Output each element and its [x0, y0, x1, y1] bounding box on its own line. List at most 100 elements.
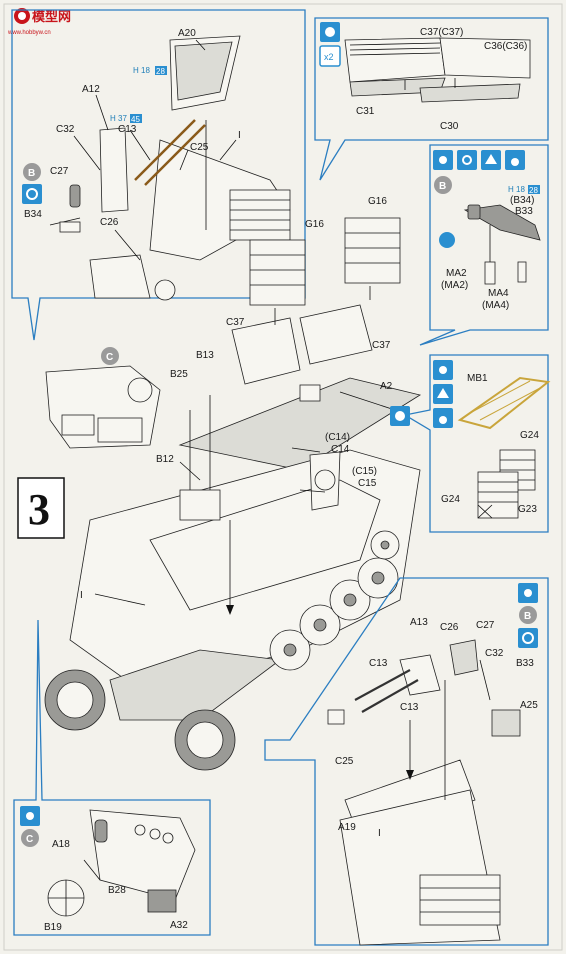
callout-bottom-left — [13, 619, 211, 936]
bottom-right-labels: A13 C26 C27 C13 C13 C32 B33 A25 C25 A19 … — [335, 617, 538, 839]
svg-text:C: C — [106, 352, 113, 363]
label-i-br: I — [378, 828, 381, 839]
svg-text:B: B — [439, 181, 446, 192]
label-b34-paren: (B34) — [510, 195, 534, 206]
label-i-top: I — [238, 130, 241, 141]
center-parts — [44, 217, 422, 771]
label-c32-br: C32 — [485, 648, 504, 659]
label-ma2-paren: (MA2) — [441, 280, 468, 291]
label-h18-rm: H 18 — [508, 185, 525, 194]
photo-etch-frame — [457, 376, 551, 430]
label-c13-bottom: C13 — [400, 702, 419, 713]
attach-icon-a — [457, 150, 477, 170]
label-c13-top: C13 — [369, 658, 388, 669]
label-c30: C30 — [440, 121, 459, 132]
top-right-labels: C37(C37) C36(C36) C31 C30 — [356, 27, 527, 132]
label-c32: C32 — [56, 124, 75, 135]
badge-h37-num — [130, 114, 142, 123]
right-box-icons — [433, 360, 453, 428]
badge-h18-num-rm — [528, 185, 540, 194]
label-b28: B28 — [108, 885, 126, 896]
right-box-labels: MB1 G24 G24 G23 — [441, 373, 539, 515]
label-ma4: MA4 — [488, 288, 509, 299]
center-labels: G16 G16 C37 C37 A2 B13 B25 B12 (C14) C14… — [80, 196, 393, 601]
label-c13: C13 — [118, 124, 137, 135]
label-a20: A20 — [178, 28, 196, 39]
svg-text:B: B — [524, 611, 531, 622]
label-c26-br: C26 — [440, 622, 459, 633]
brand-sub-text: www.hobbyw.cn — [7, 30, 51, 36]
step-number-box: 3 — [17, 477, 65, 539]
page-border — [3, 3, 563, 951]
label-c37-right: C37 — [372, 340, 391, 351]
label-b12: B12 — [156, 454, 174, 465]
label-c25: C25 — [190, 142, 209, 153]
label-a19: A19 — [338, 822, 356, 833]
svg-text:28: 28 — [529, 186, 538, 195]
top-left-labels: A20 A12 H 18 28 H 37 45 C13 C32 C25 I C2… — [24, 28, 241, 228]
label-g16-left: G16 — [305, 219, 324, 230]
callout-top-right — [314, 17, 549, 181]
label-b13: B13 — [196, 350, 214, 361]
brand-logo: 模型网 www.hobbyw.cn — [7, 8, 71, 36]
drop-icon-small — [439, 232, 455, 248]
attach-icon — [22, 184, 42, 204]
label-b19: B19 — [44, 922, 62, 933]
step-number: 3 — [28, 485, 50, 534]
attach-icon-br — [518, 628, 538, 648]
label-a12: A12 — [82, 84, 100, 95]
label-g16-right: G16 — [368, 196, 387, 207]
glue-icon-top-right — [320, 22, 340, 42]
center-drop-icon — [390, 406, 410, 426]
svg-text:x2: x2 — [324, 52, 334, 62]
label-a2: A2 — [380, 381, 393, 392]
label-c37-left: C37 — [226, 317, 245, 328]
brand-main-text: 模型网 — [32, 9, 71, 24]
right-box-parts — [477, 449, 536, 519]
svg-text:B: B — [28, 168, 35, 179]
label-b33: B33 — [515, 206, 533, 217]
bottom-right-parts — [327, 639, 521, 946]
bottom-left-parts — [47, 809, 196, 917]
label-ma4-paren: (MA4) — [482, 300, 509, 311]
label-a18: A18 — [52, 839, 70, 850]
label-h37: H 37 — [110, 114, 127, 123]
badge-c-center: C — [101, 347, 119, 365]
label-b33-br: B33 — [516, 658, 534, 669]
label-c37-pair: C37(C37) — [420, 27, 463, 38]
label-c15-paren: (C15) — [352, 466, 377, 477]
callout-right-box — [403, 354, 549, 533]
badge-h18-num — [155, 66, 167, 75]
label-mb1: MB1 — [467, 373, 488, 384]
badge-b-right-mid: B — [434, 176, 452, 194]
label-a32: A32 — [170, 920, 188, 931]
svg-text:45: 45 — [131, 115, 140, 124]
callout-bottom-right — [264, 577, 549, 946]
label-c27-br: C27 — [476, 620, 495, 631]
x2-icon: x2 — [319, 45, 341, 67]
label-g24-left: G24 — [441, 494, 460, 505]
callout-right-mid — [419, 144, 549, 346]
label-c36-pair: C36(C36) — [484, 41, 527, 52]
right-mid-labels: H 18 28 (B34) B33 MA2 (MA2) MA4 (MA4) — [441, 185, 540, 311]
label-c14: C14 — [331, 444, 350, 455]
label-ma2: MA2 — [446, 268, 467, 279]
label-c26: C26 — [100, 217, 119, 228]
label-c25-br: C25 — [335, 756, 354, 767]
label-b25: B25 — [170, 369, 188, 380]
right-mid-parts — [439, 204, 541, 285]
badge-b-top-left: B — [23, 163, 41, 181]
bottom-left-icons: C — [20, 806, 40, 847]
badge-b-bottom — [519, 606, 537, 624]
label-a13: A13 — [410, 617, 428, 628]
label-b34: B34 — [24, 209, 42, 220]
svg-text:C: C — [26, 834, 33, 845]
callout-top-left — [11, 9, 306, 341]
label-a25: A25 — [520, 700, 538, 711]
label-g24-top: G24 — [520, 430, 539, 441]
label-c31: C31 — [356, 106, 375, 117]
label-c14-paren: (C14) — [325, 432, 350, 443]
svg-text:28: 28 — [156, 67, 165, 76]
